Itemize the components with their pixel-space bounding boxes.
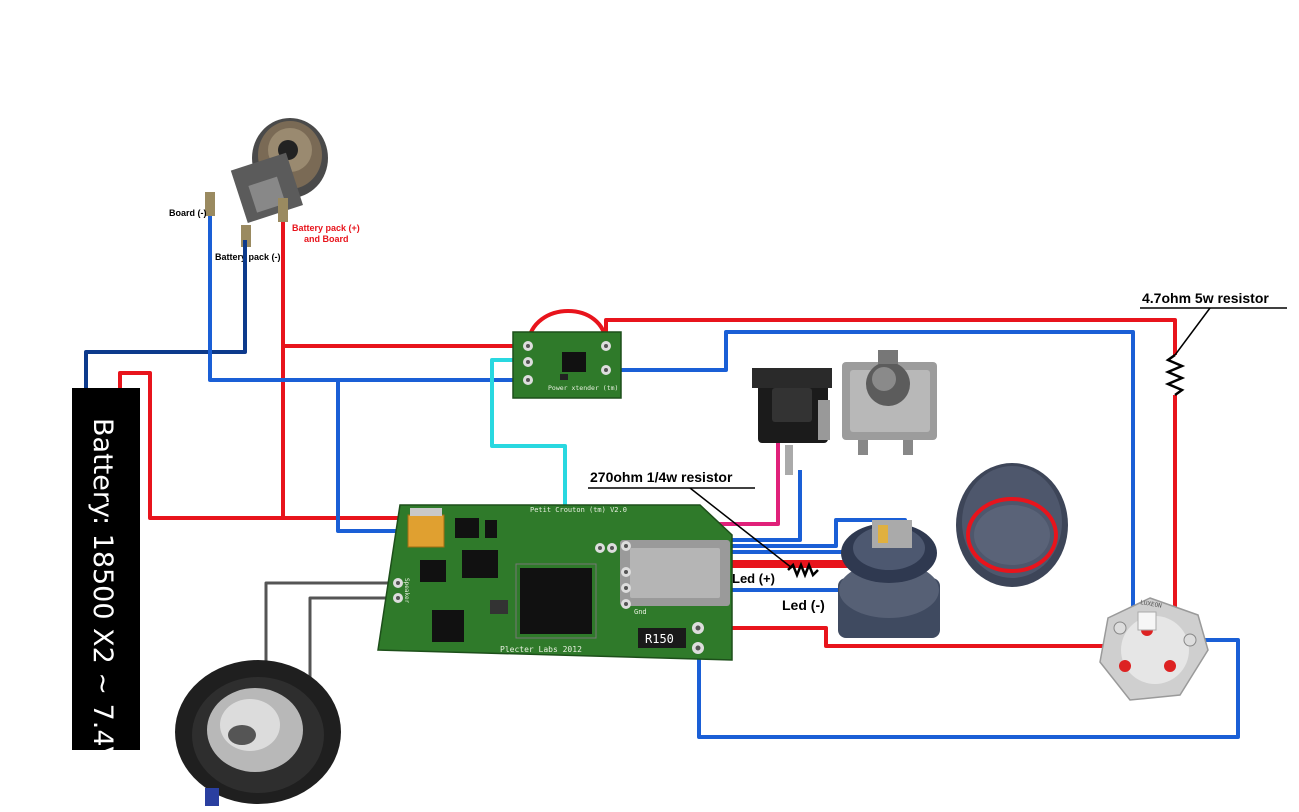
wire-speaker-1 [264, 581, 392, 666]
wire-extender-out-negative [608, 330, 1135, 625]
metal-push-button [838, 520, 940, 638]
gnd-pad-label: Gnd [634, 608, 647, 616]
power-extender-label: Power xtender (tm) [548, 384, 618, 392]
wire-board-return [697, 638, 1240, 739]
label-led-plus: Led (+) [732, 571, 775, 586]
tactile-switch-metal [842, 350, 937, 455]
wire-board-negative [336, 380, 408, 533]
resistor-code-label: R150 [645, 632, 674, 646]
label-resistor-4-7: 4.7ohm 5w resistor [1142, 290, 1269, 306]
resistor-4-7-ohm: 4.7ohm 5w resistor [1140, 290, 1287, 397]
label-battery-pack-plus: Battery pack (+) [292, 223, 360, 233]
label-board-minus: Board (-) [169, 208, 207, 218]
tactile-switch-black [752, 368, 832, 475]
illuminated-button [956, 463, 1068, 587]
speaker-pad-label: Speaker [403, 578, 410, 604]
main-board-title: Petit Crouton (tm) V2.0 [530, 506, 627, 514]
wire-speaker-2 [308, 596, 392, 690]
wire-battery-positive [118, 371, 410, 520]
wire-r150-to-led [698, 626, 1120, 648]
resistor-270-ohm: 270ohm 1/4w resistor [588, 469, 819, 579]
led-star-brand: LUXEON [1140, 599, 1163, 610]
battery-label: Battery: 18500 X2 ~ 7.4V [87, 418, 118, 766]
dc-jack: Board (-) Battery pack (-) Battery pack … [169, 118, 360, 262]
wire-battery-negative [84, 240, 247, 388]
label-resistor-270: 270ohm 1/4w resistor [590, 469, 733, 485]
wire-extender-out-positive [604, 318, 1177, 355]
label-led-minus: Led (-) [782, 597, 825, 613]
battery: Battery: 18500 X2 ~ 7.4V [72, 388, 140, 766]
wire-extender-loop [526, 309, 608, 345]
wire-jack-board-negative [208, 216, 525, 382]
main-board: R150 Petit Crouton (tm) V2.0 Plecter Lab… [377, 504, 733, 661]
wire-extender-signal [490, 358, 567, 520]
label-battery-pack-minus: Battery pack (-) [215, 252, 281, 262]
led-star: LUXEON [1099, 597, 1209, 701]
power-extender-board: Power xtender (tm) [512, 331, 622, 399]
label-and-board: and Board [304, 234, 349, 244]
main-board-maker: Plecter Labs 2012 [500, 645, 582, 654]
speaker [175, 660, 341, 806]
